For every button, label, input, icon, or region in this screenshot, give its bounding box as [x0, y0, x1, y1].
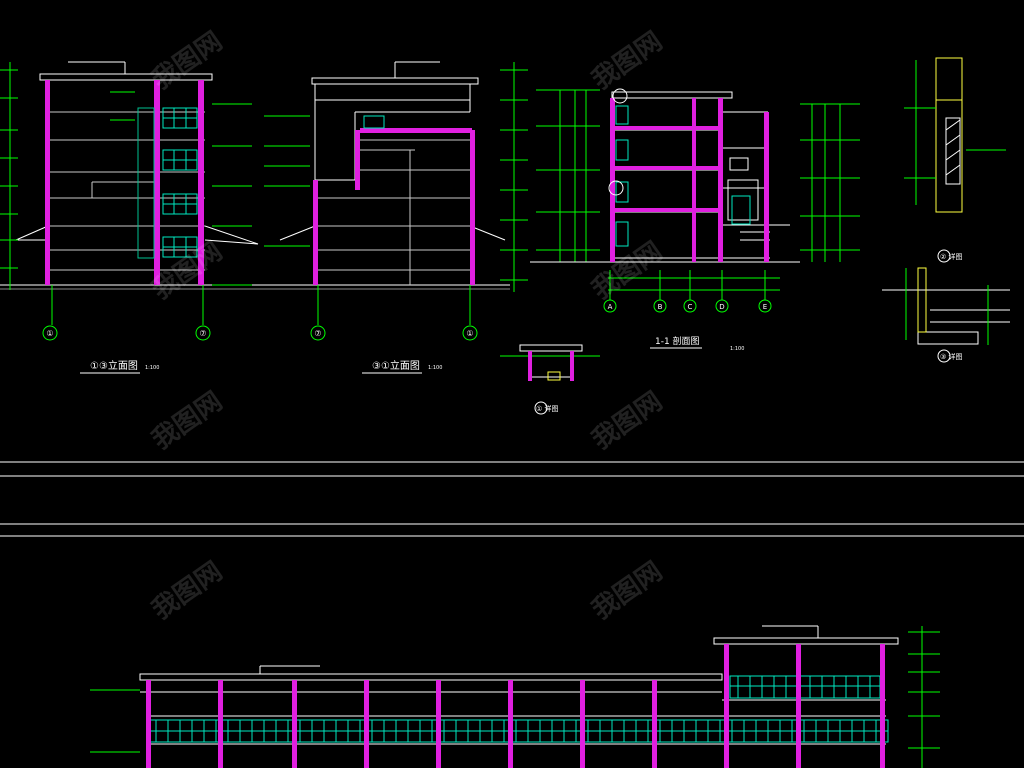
view-scale-elevation-a: 1:100: [145, 365, 159, 371]
column: [436, 680, 441, 768]
detail-small-callout: [534, 401, 548, 415]
view-scale-section: 1:100: [730, 346, 744, 352]
detail-wall: ② 详图: [904, 57, 1006, 263]
columns: [313, 128, 475, 285]
column: [652, 680, 657, 768]
axis-label-b2: ①: [466, 329, 473, 338]
detail-wall-callout: [937, 249, 951, 263]
long-elevation: [90, 625, 940, 768]
axis-label-s3: C: [688, 303, 693, 311]
stair-windows: [137, 107, 198, 259]
column: [796, 644, 801, 768]
section-outline: [530, 91, 800, 263]
detail-foundation-callout: [937, 349, 951, 363]
dimension-chains: [536, 89, 860, 300]
view-title-section: 1-1 剖面图: [655, 335, 700, 347]
watermark-text: 我图网: [587, 556, 668, 625]
watermark-text: 我图网: [587, 236, 668, 305]
column: [146, 680, 151, 768]
column: [218, 680, 223, 768]
watermark-text: 我图网: [147, 26, 228, 95]
elevation-b: ⑦ ① ③①立面图 1:100: [264, 61, 528, 374]
floor-lines: [318, 139, 472, 285]
floor-lines: [48, 111, 205, 271]
column: [364, 680, 369, 768]
detail-small-posts: [528, 351, 574, 381]
watermark-text: 我图网: [147, 556, 228, 625]
axis-label-s4: D: [719, 303, 724, 311]
axis-bubbles: [310, 325, 478, 341]
detail-foundation-outline: [882, 289, 1010, 345]
sheet-border: [0, 461, 1024, 537]
level-annotations: [0, 62, 252, 325]
detail-small: ① 详图: [500, 344, 600, 415]
long-elevation-levels: [908, 626, 940, 768]
watermark-text: 我图网: [587, 26, 668, 95]
roof-parapet: [39, 61, 213, 81]
long-elevation-outline: [90, 625, 899, 753]
detail-foundation-dims: [905, 268, 989, 345]
section-walls: [610, 98, 769, 262]
long-elevation-columns: [146, 644, 885, 768]
detail-wall-hatch-lines: [945, 119, 961, 176]
axis-label-s2: B: [658, 303, 663, 311]
watermark-text: 我图网: [147, 386, 228, 455]
detail-wall-dims: [904, 60, 1006, 205]
elevation-a: ① ⑦ ①③立面图 1:100: [0, 61, 300, 374]
axis-label-a1: ①: [46, 329, 53, 338]
axis-label-b1: ⑦: [314, 329, 321, 338]
detail-callouts: [608, 88, 628, 196]
detail-foundation-title: ③ 详图: [940, 352, 963, 361]
level-annotations: [264, 62, 528, 325]
column: [580, 680, 585, 768]
detail-wall-title: ② 详图: [940, 252, 963, 261]
column: [508, 680, 513, 768]
window-mullions: [155, 676, 877, 742]
view-title-elevation-a: ①③立面图: [90, 359, 138, 372]
column: [880, 644, 885, 768]
watermark-text: 我图网: [587, 386, 668, 455]
axis-bubbles: [603, 299, 772, 313]
view-title-elevation-b: ③①立面图: [372, 359, 420, 372]
axis-bubbles: [42, 325, 211, 341]
view-scale-elevation-b: 1:100: [428, 365, 442, 371]
detail-small-mark: [547, 371, 561, 381]
columns: [45, 80, 204, 285]
long-elevation-cyan-bands: [147, 675, 889, 743]
detail-foundation-wall: [917, 267, 927, 333]
detail-wall-hatch: [945, 117, 961, 185]
axis-label-s5: E: [763, 303, 767, 311]
detail-small-title: ① 详图: [536, 404, 559, 413]
detail-wall-outline: [935, 57, 963, 213]
section-windows: [615, 105, 751, 247]
axis-label-s1: A: [608, 303, 613, 311]
column: [292, 680, 297, 768]
axis-label-a2: ⑦: [199, 329, 206, 338]
column: [724, 644, 729, 768]
detail-foundation: ③ 详图: [882, 267, 1010, 363]
section-view: A B C D E 1-1 剖面图 1:100: [530, 88, 860, 352]
roof-window: [363, 115, 385, 129]
